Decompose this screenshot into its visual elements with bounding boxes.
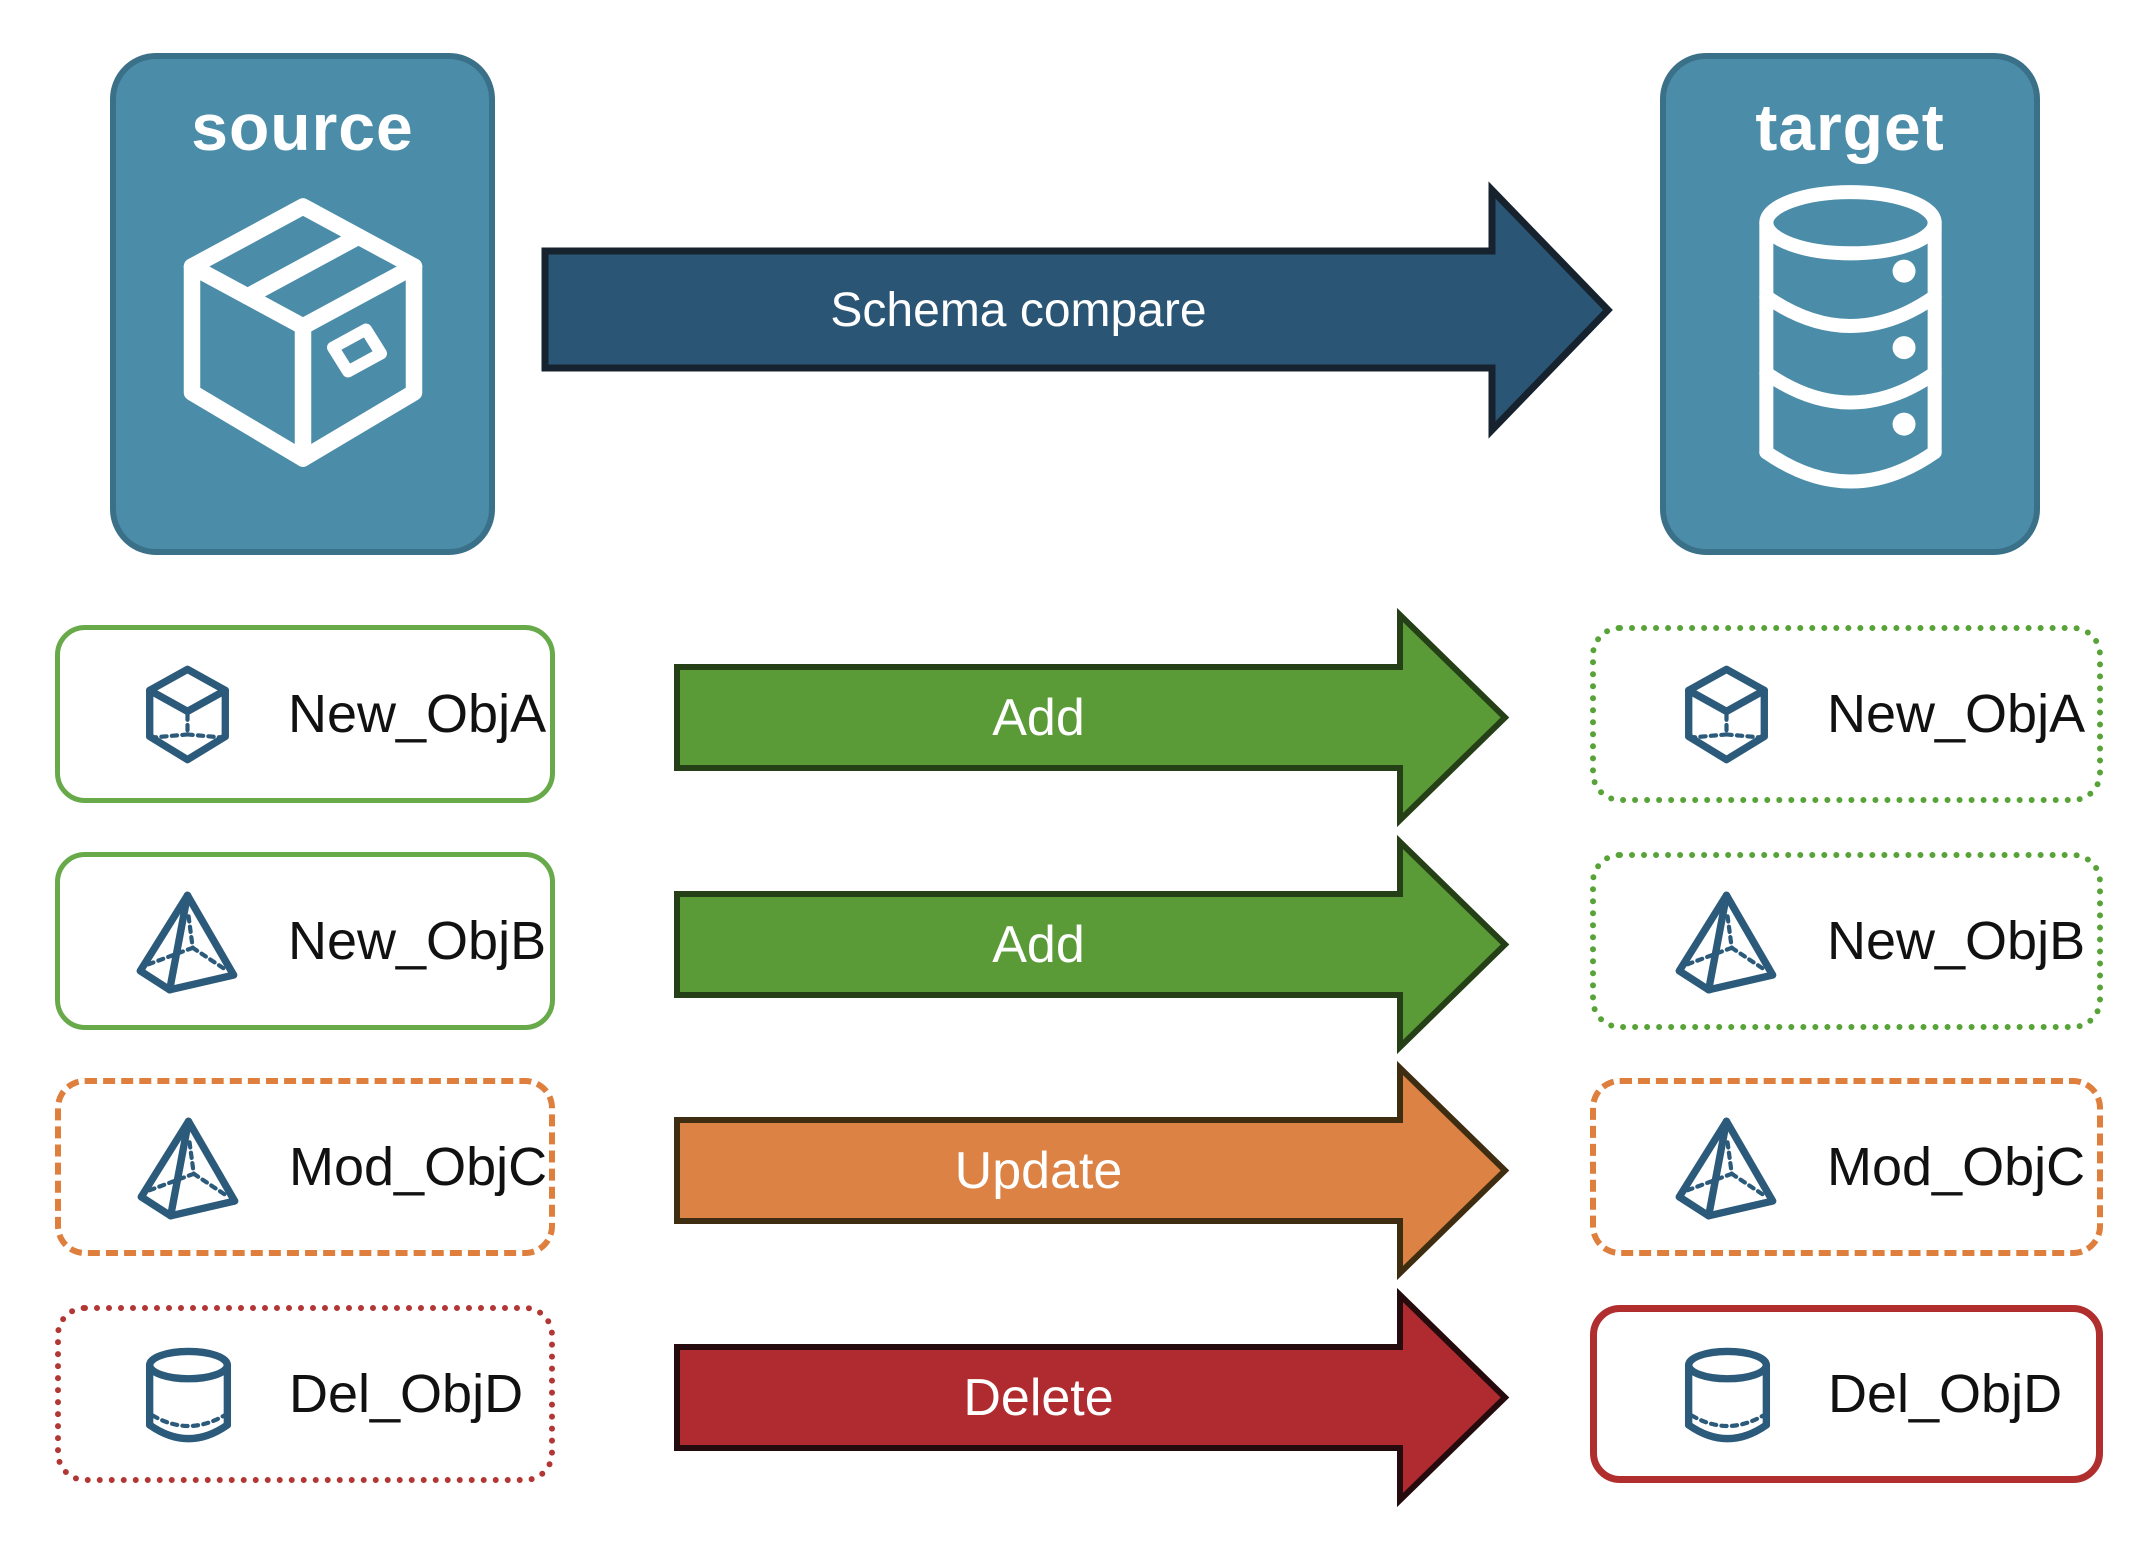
delete-arrow: Delete — [674, 1287, 1510, 1508]
source-node: source — [110, 53, 495, 555]
schema-compare-arrow: Schema compare — [541, 181, 1613, 439]
target-object-label: Del_ObjD — [1828, 1364, 2063, 1424]
source-object-label: Del_ObjD — [289, 1364, 524, 1424]
source-object-label: New_ObjA — [288, 684, 547, 744]
target-object-box: New_ObjA — [1590, 625, 2103, 803]
update-arrow: Update — [674, 1060, 1510, 1281]
object-row: New_ObjA Add New_ObjA — [0, 607, 2150, 828]
source-object-label: New_ObjB — [288, 911, 547, 971]
target-object-label: New_ObjB — [1827, 911, 2086, 971]
target-object-label: New_ObjA — [1827, 684, 2086, 744]
schema-compare-label: Schema compare — [830, 283, 1207, 337]
target-object-label: Mod_ObjC — [1827, 1137, 2086, 1197]
update-arrow-label: Update — [954, 1141, 1123, 1200]
delete-arrow-label: Delete — [963, 1368, 1114, 1427]
add-arrow: Add — [674, 607, 1510, 828]
add-arrow: Add — [674, 834, 1510, 1055]
object-row: Mod_ObjC Update Mod_ObjC — [0, 1060, 2150, 1281]
cylinder-icon — [1675, 1342, 1780, 1447]
package-icon — [153, 179, 453, 489]
cube-icon — [1674, 662, 1779, 767]
add-arrow-label: Add — [992, 688, 1085, 747]
database-icon — [1723, 179, 1978, 501]
pyramid-icon — [1674, 1115, 1779, 1220]
object-row: Del_ObjD Delete Del_ObjD — [0, 1287, 2150, 1508]
source-object-box: Mod_ObjC — [55, 1078, 555, 1256]
target-object-box: Mod_ObjC — [1590, 1078, 2103, 1256]
object-row: New_ObjB Add New_ObjB — [0, 834, 2150, 1055]
source-object-box: New_ObjA — [55, 625, 555, 803]
cube-icon — [135, 662, 240, 767]
cylinder-icon — [136, 1342, 241, 1447]
add-arrow-label: Add — [992, 915, 1085, 974]
pyramid-icon — [136, 1115, 241, 1220]
source-object-box: Del_ObjD — [55, 1305, 555, 1483]
target-object-box: New_ObjB — [1590, 852, 2103, 1030]
source-title: source — [191, 90, 414, 164]
source-object-label: Mod_ObjC — [289, 1137, 548, 1197]
source-object-box: New_ObjB — [55, 852, 555, 1030]
pyramid-icon — [1674, 889, 1779, 994]
pyramid-icon — [135, 889, 240, 994]
target-title: target — [1755, 90, 1945, 164]
target-object-box: Del_ObjD — [1590, 1305, 2103, 1483]
target-node: target — [1660, 53, 2040, 555]
